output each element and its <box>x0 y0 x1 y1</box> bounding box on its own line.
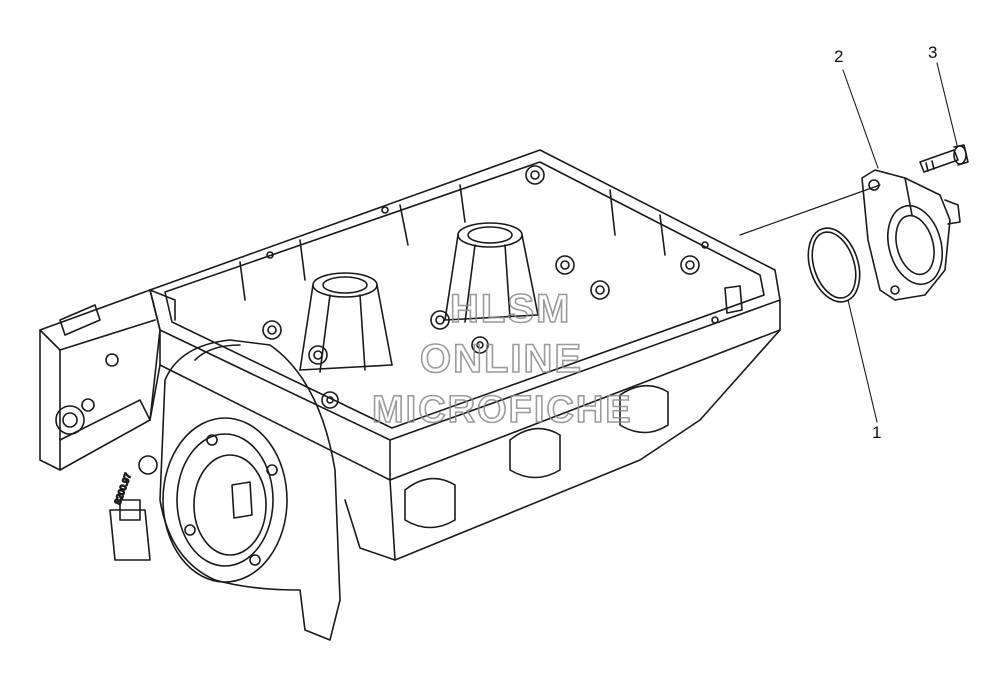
leader-line-2 <box>842 69 879 169</box>
callout-1: 1 <box>872 423 882 442</box>
callout-2: 2 <box>834 47 844 66</box>
ports <box>404 384 669 529</box>
callout-3: 3 <box>928 43 938 62</box>
exploded-axis-line <box>739 184 881 236</box>
bolt-part-3 <box>919 144 969 173</box>
watermark-line-1: HLSM <box>450 287 571 331</box>
cam-tower-1 <box>299 272 393 373</box>
flange-housing-part-2 <box>861 169 961 301</box>
deck-bolt-holes <box>262 165 719 409</box>
watermark-line-3: MICROFICHE <box>372 389 633 431</box>
leader-line-3 <box>936 62 958 146</box>
front-housing: 8200.97 <box>112 339 341 641</box>
o-ring-seal-part-1 <box>807 227 861 303</box>
leader-line-1 <box>847 299 878 423</box>
watermark-line-2: ONLINE <box>420 337 583 381</box>
cam-tower-2 <box>444 222 539 323</box>
cylinder-head <box>39 149 781 561</box>
watermark: HLSM ONLINE MICROFICHE <box>371 286 633 432</box>
